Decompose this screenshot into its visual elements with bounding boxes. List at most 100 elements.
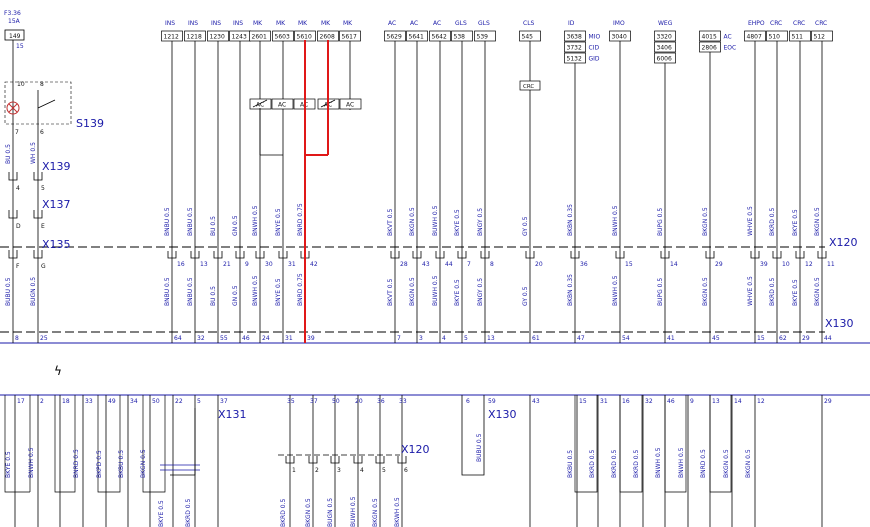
x120-pin <box>190 251 200 259</box>
wire-label-bottom: BNGY 0.5 <box>477 278 484 306</box>
x120-label: X120 <box>829 236 858 249</box>
switch-label: S139 <box>76 117 104 130</box>
x120-pin <box>570 251 580 259</box>
ac-relay-label: AC <box>256 102 264 109</box>
left-wire-bot-a: BUBU 0.5 <box>5 277 12 306</box>
signal-code: 5641 <box>409 34 424 41</box>
x130b-enclosure <box>461 395 485 476</box>
wire-label-bottom: WHVE 0.5 <box>747 276 754 306</box>
signal-code: 545 <box>522 34 534 41</box>
sw-pin-7: 7 <box>15 129 19 136</box>
signal-category: WEG <box>658 20 673 27</box>
ac-relay-label: AC <box>346 102 354 109</box>
crc-box-label: CRC <box>523 84 534 90</box>
signal-code: 1243 <box>232 34 247 41</box>
x131-wire-label: BKGN 0.5 <box>140 449 147 478</box>
mid-wire-label: BKGN 0.5 <box>372 498 379 527</box>
right-pin: 46 <box>667 398 675 405</box>
x120-pin-label: 13 <box>200 261 208 268</box>
signal-category: EHPO <box>748 20 765 27</box>
x130-pin-label: 24 <box>262 335 270 342</box>
signal-category: IMO <box>613 20 625 27</box>
x120-pin-label: 7 <box>467 261 471 268</box>
x130b-wire-label: BUBU 0.5 <box>476 433 483 462</box>
switch-s139: 10 8 7 6 S139 <box>4 81 104 136</box>
signal-code: 3040 <box>612 34 627 41</box>
wire-label-top: BNRD 0.75 <box>297 203 304 236</box>
signal-code: 5603 <box>275 34 290 41</box>
x130-pin-label: 61 <box>532 335 540 342</box>
x131-wire-label: BNWH 0.5 <box>28 447 35 478</box>
left-connector-pin-label: 4 <box>16 185 20 192</box>
cross-wire <box>160 464 200 471</box>
switch-box <box>4 81 72 125</box>
wire-label-top: BNWH 0.5 <box>612 205 619 236</box>
x130-pin-label: 5 <box>464 335 468 342</box>
x120-pin-label: 44 <box>445 261 453 268</box>
wire-label-bottom: BKGN 0.5 <box>409 277 416 306</box>
right-pin: 12 <box>757 398 765 405</box>
x130-pin-label: 41 <box>667 335 675 342</box>
x120-pin <box>795 251 805 259</box>
ac-relay-box <box>249 98 272 110</box>
fuse-rating: 15A <box>8 18 21 25</box>
x131-pin: 37 <box>220 398 228 405</box>
x120b-pin <box>285 456 295 464</box>
left-bot-pin-8: 8 <box>15 335 19 342</box>
x130-pin-label: 64 <box>174 335 182 342</box>
wire-label-bottom: BUWH 0.5 <box>432 275 439 306</box>
left-bot-pin-25: 25 <box>40 335 48 342</box>
x120-pin <box>235 251 245 259</box>
left-connector-pin <box>8 250 18 259</box>
mid-wire-label: BUGN 0.5 <box>327 498 334 527</box>
signal-side-label: GID <box>589 56 600 63</box>
wire-label-bottom: BNRD 0.75 <box>297 273 304 306</box>
right-wire-label: BKGN 0.5 <box>723 449 730 478</box>
signal-code-box <box>699 30 721 42</box>
wire-label-top: GY 0.5 <box>522 216 529 236</box>
wire-label-top: BKRD 0.5 <box>769 208 776 236</box>
wire-label-top: BNYE 0.5 <box>275 208 282 236</box>
signal-category: MK <box>343 20 353 27</box>
x130b-pin: 59 <box>488 398 496 405</box>
signal-category: AC <box>410 20 418 27</box>
sw-pin-6: 6 <box>40 129 44 136</box>
x130-pin-label: 44 <box>824 335 832 342</box>
sw-lever <box>37 99 56 109</box>
signal-category: CLS <box>523 20 535 27</box>
x131-pin: 49 <box>108 398 116 405</box>
right-pin: 15 <box>579 398 587 405</box>
x131-pin: 33 <box>85 398 93 405</box>
wire-label-top: BNBU 0.5 <box>164 207 171 236</box>
x120b-label: X120 <box>401 443 430 456</box>
x131-wire-label: BKBU 0.5 <box>118 450 125 478</box>
wire-label-top: BKYE 0.5 <box>454 209 461 236</box>
signal-code: 3406 <box>657 45 672 52</box>
mid-pin: 20 <box>355 398 363 405</box>
signal-code-box <box>654 41 676 53</box>
wire-label-top: BNBU 0.5 <box>187 207 194 236</box>
x130-pin-label: 55 <box>220 335 228 342</box>
x120-pin-label: 31 <box>288 261 296 268</box>
x120b-pin-label: 6 <box>404 467 408 474</box>
x120-pin <box>390 251 400 259</box>
x120-pin-label: 14 <box>670 261 678 268</box>
signal-code: 510 <box>769 34 781 41</box>
signal-code: 1230 <box>210 34 225 41</box>
left-wire-top-a: BU 0.5 <box>5 144 12 164</box>
x120-pin-label: 28 <box>400 261 408 268</box>
x120-pin-label: 21 <box>223 261 231 268</box>
left-connector-pin <box>33 250 43 259</box>
lamp-icon <box>6 101 20 115</box>
x120-pin-label: 8 <box>490 261 494 268</box>
mid-pin: 50 <box>332 398 340 405</box>
x120-pin-label: 43 <box>422 261 430 268</box>
x120b-pin <box>397 456 407 464</box>
x130-pin-label: 54 <box>622 335 630 342</box>
signal-code: 512 <box>814 34 826 41</box>
x131-wire-label: BKYE 0.5 <box>5 451 12 478</box>
left-connector-pin <box>8 172 18 181</box>
wire-label-bottom: BKYE 0.5 <box>792 279 799 306</box>
fuse-box-label: 149 <box>9 33 21 40</box>
